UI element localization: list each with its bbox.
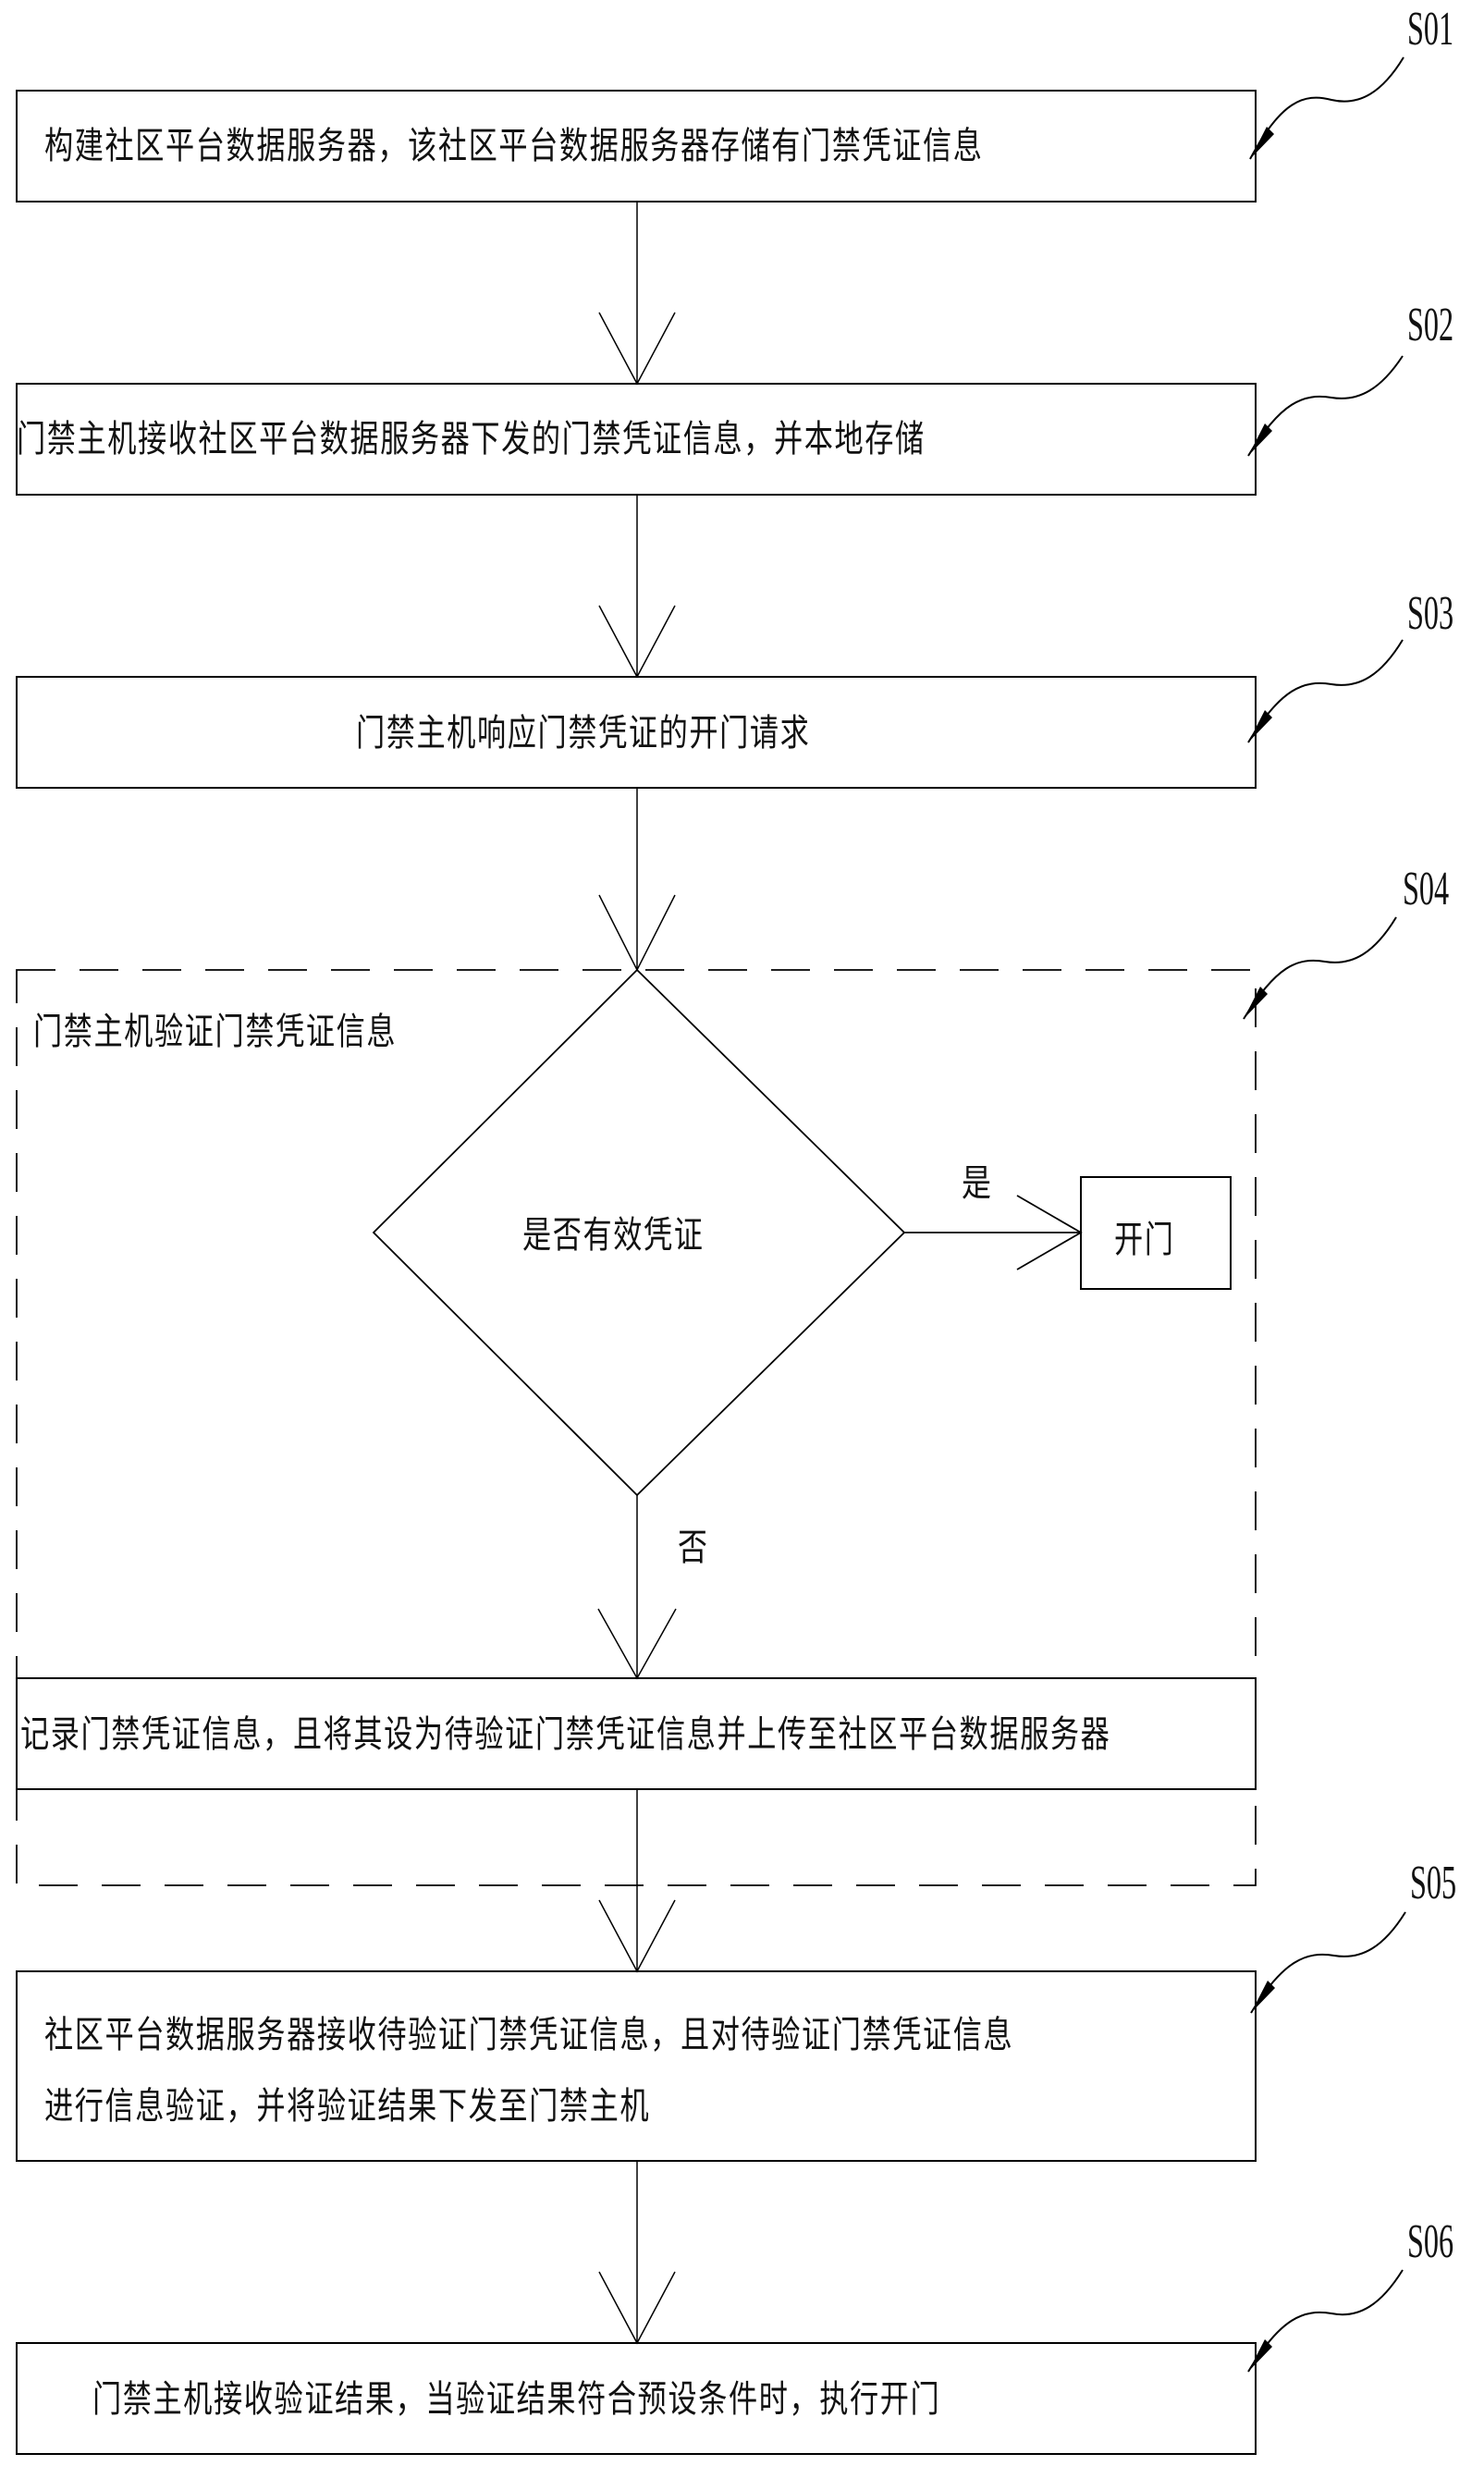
step-group-s04 [16,969,1257,1886]
step-box-s05 [16,1970,1257,2162]
step-text-s05-line1: 社区平台数据服务器接收待验证门禁凭证信息，且对待验证门禁凭证信息 [44,2014,1014,2056]
decision-text: 是否有效凭证 [522,1214,705,1257]
leader-arrowhead-s02 [1248,423,1272,456]
leader-line-s03 [1247,639,1404,743]
yes-label: 是 [962,1162,991,1205]
leader-arrowhead-s01 [1250,127,1274,159]
step-label-s06: S06 [1407,2215,1454,2268]
leader-arrowhead-s04 [1244,987,1268,1019]
step-text-s03: 门禁主机响应门禁凭证的开门请求 [356,712,811,755]
open-door-text: 开门 [1114,1219,1175,1261]
leader-line-s04 [1243,916,1397,1020]
step-text-s01: 构建社区平台数据服务器，该社区平台数据服务器存储有门禁凭证信息 [44,125,984,167]
step-box-s02 [16,383,1257,496]
step-label-s01: S01 [1407,3,1454,55]
leader-arrowhead-s06 [1248,2339,1272,2372]
leader-line-s05 [1250,1911,1406,2014]
step-text-s05-line2: 进行信息验证，并将验证结果下发至门禁主机 [44,2085,651,2128]
step-text-s02: 门禁主机接收社区平台数据服务器下发的门禁凭证信息，并本地存储 [17,418,926,460]
leader-line-s01 [1249,56,1404,160]
step-box-s01 [16,90,1257,202]
leader-line-s06 [1247,2269,1404,2373]
step-text-s06: 门禁主机接收验证结果，当验证结果符合预设条件时，执行开门 [92,2378,941,2421]
leader-arrowhead-s03 [1248,710,1272,742]
step-label-s02: S02 [1407,299,1454,351]
record-text: 记录门禁凭证信息，且将其设为待验证门禁凭证信息并上传至社区平台数据服务器 [20,1713,1111,1756]
step-label-s05: S05 [1410,1857,1457,1909]
record-box [16,1677,1257,1790]
no-label: 否 [678,1527,707,1569]
step-label-s04: S04 [1403,863,1450,915]
step-group-title-s04: 门禁主机验证门禁凭证信息 [33,1011,398,1053]
open-door-box [1080,1176,1232,1290]
step-box-s06 [16,2342,1257,2455]
step-label-s03: S03 [1407,587,1454,640]
leader-line-s02 [1247,355,1404,457]
leader-arrowhead-s05 [1251,1981,1275,2013]
